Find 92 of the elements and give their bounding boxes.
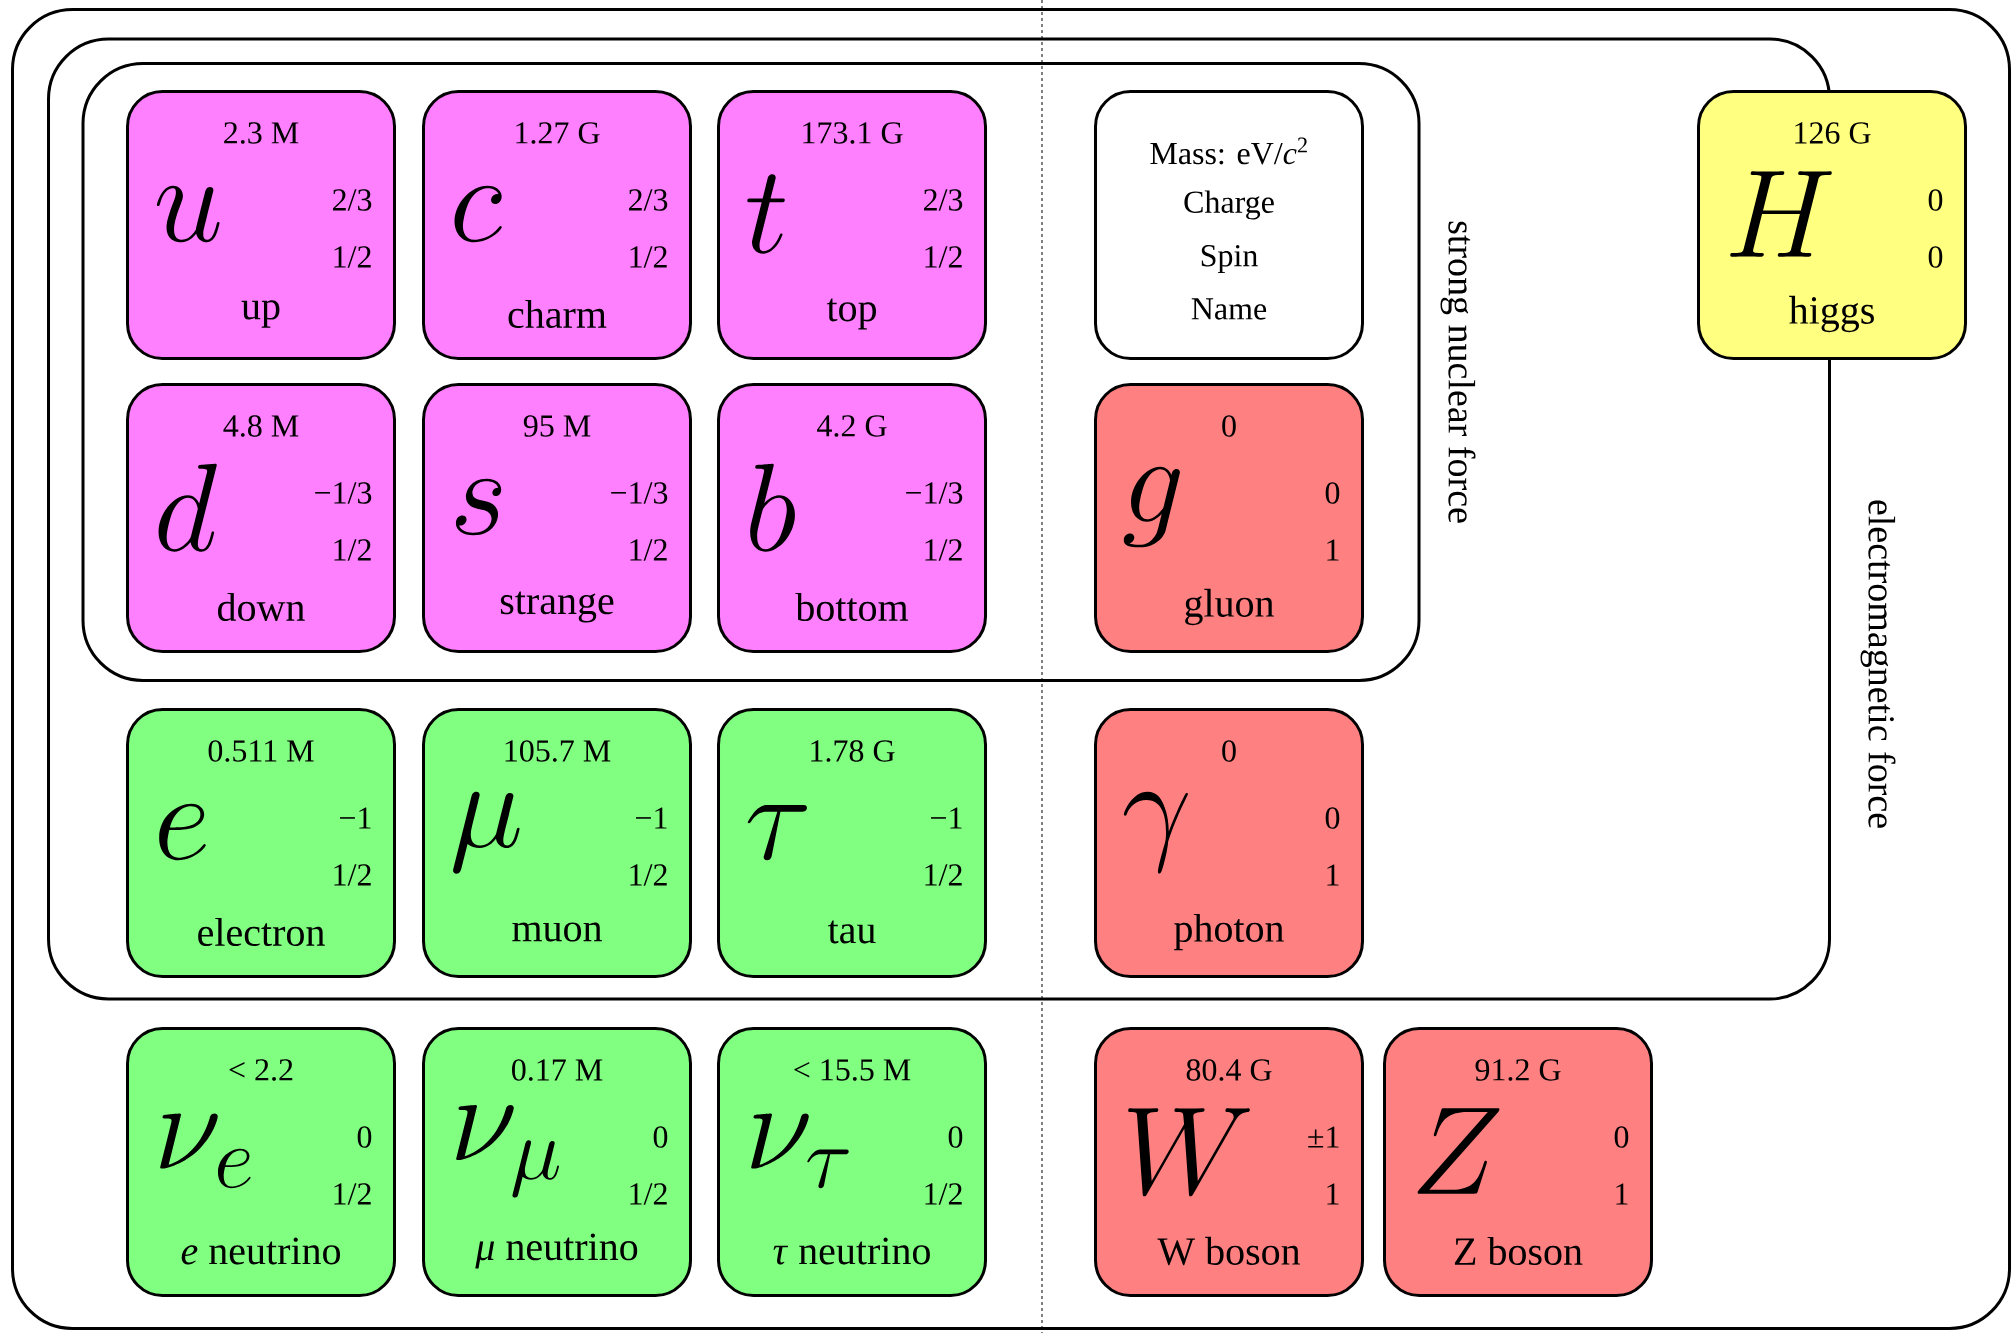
particle-name: bottom <box>795 592 909 622</box>
particle-symbol: $g$ <box>1123 466 1180 548</box>
spin-label: 1 <box>1616 1183 1628 1205</box>
spin-label: 1/2 <box>630 864 667 886</box>
particle-name: up <box>241 300 280 328</box>
mass-label: 91.2 G <box>1475 1059 1561 1081</box>
particle-name: muon <box>512 922 602 942</box>
mass-label: 0 <box>1222 415 1236 437</box>
spin-label: 1 <box>1327 539 1339 561</box>
particle-name: down <box>218 592 305 622</box>
charge-label: 0 <box>1928 189 1943 211</box>
particle-symbol: $\nu_\tau$ <box>751 1113 849 1189</box>
particle-symbol: $s$ <box>455 478 502 536</box>
particle-name: strange <box>500 591 614 623</box>
charge-label: 0 <box>357 1126 372 1148</box>
charge-label: 0 <box>1325 807 1340 829</box>
particle-name: electron <box>198 917 325 947</box>
particle-symbol: $W$ <box>1128 1108 1250 1197</box>
particle-symbol: $b$ <box>750 463 795 552</box>
particle-symbol: $t$ <box>747 174 785 254</box>
mass-label: 0 <box>1222 740 1236 762</box>
particle-name: tau <box>827 920 876 944</box>
spin-label: 1/2 <box>925 864 962 886</box>
name-label: Name <box>1191 298 1267 320</box>
particle-symbol: $\mu$ <box>453 791 520 874</box>
charge-label: 2/3 <box>629 189 668 211</box>
particle-name: τ neutrino <box>773 1237 930 1265</box>
charge-label: 0 <box>653 1126 668 1148</box>
particle-symbol: $Z$ <box>1417 1108 1500 1194</box>
charge-label: −1 <box>636 807 667 829</box>
particle-name: charm <box>508 299 607 329</box>
charge-label: 2/3 <box>924 189 963 211</box>
charge-label: 2/3 <box>333 189 372 211</box>
spin-label: 1/2 <box>334 1183 371 1205</box>
particle-symbol: $\tau$ <box>747 805 807 861</box>
charge-label: ±1 <box>1308 1126 1339 1148</box>
mass-label: 4.8 M <box>223 415 299 437</box>
particle-symbol: $\nu_e$ <box>160 1113 251 1189</box>
charge-label: 0 <box>1325 482 1340 504</box>
spin-label: 1/2 <box>630 246 667 268</box>
spin-label: 1 <box>1327 1183 1339 1205</box>
particle-name: W boson <box>1157 1236 1301 1266</box>
particle-name: Z boson <box>1454 1236 1583 1266</box>
particle-name: μ neutrino <box>475 1233 638 1269</box>
charge-label: −1/3 <box>611 482 668 504</box>
particle-symbol: $H$ <box>1730 171 1832 257</box>
particle-symbol: $e$ <box>159 803 206 861</box>
mass-label: 126 G <box>1795 122 1871 144</box>
mass-label: 80.4 G <box>1186 1059 1272 1081</box>
charge-label: 0 <box>948 1126 963 1148</box>
mass-label: 105.7 M <box>505 740 611 762</box>
spin-label: 1/2 <box>630 539 667 561</box>
particle-name: top <box>826 298 876 330</box>
particle-name: photon <box>1174 913 1284 951</box>
particle-symbol: $\gamma$ <box>1123 791 1189 874</box>
charge-label: −1/3 <box>315 482 372 504</box>
particle-symbol: $u$ <box>156 185 220 243</box>
spin-label: 1/2 <box>334 539 371 561</box>
charge-label: 0 <box>1614 1126 1629 1148</box>
mass-label: 4.2 G <box>817 415 887 437</box>
particle-symbol: $d$ <box>158 463 217 552</box>
spin-label: 1/2 <box>334 246 371 268</box>
mass-label: 1.78 G <box>811 740 895 762</box>
mass-label: 95 M <box>523 415 591 437</box>
spin-label: 0 <box>1928 246 1943 268</box>
mass-label: 1.27 G <box>516 122 600 144</box>
spin-label: 1 <box>1327 864 1339 886</box>
spin-label: 1/2 <box>925 246 962 268</box>
mass-label: 0.17 M <box>512 1059 603 1081</box>
spin-label: 1/2 <box>925 539 962 561</box>
particle-symbol: $c$ <box>454 185 502 243</box>
particle-name: e neutrino <box>181 1237 341 1265</box>
charge-label: Charge <box>1184 190 1274 220</box>
charge-label: −1 <box>931 807 962 829</box>
particle-name: higgs <box>1789 295 1874 333</box>
region-label: electromagnetic force <box>1860 500 1896 828</box>
charge-label: −1 <box>340 807 371 829</box>
spin-label: 1/2 <box>334 864 371 886</box>
spin-label: 1/2 <box>630 1183 667 1205</box>
mass-label: < 15.5 M <box>794 1059 911 1081</box>
mass-label: < 2.2 <box>229 1059 293 1081</box>
mass-label: 0.511 M <box>208 740 314 762</box>
mass-label: 2.3 M <box>224 122 299 144</box>
mass-label: Mass: eV/c$^{2}$ <box>1150 137 1307 165</box>
mass-label: 173.1 G <box>803 122 903 144</box>
particle-name: gluon <box>1185 588 1274 626</box>
spin-label: 1/2 <box>925 1183 962 1205</box>
region-box <box>11 8 2011 1330</box>
particle-symbol: $\nu_\mu$ <box>456 1104 559 1198</box>
region-label: strong nuclear force <box>1440 221 1476 523</box>
spin-label: Spin <box>1201 245 1258 273</box>
charge-label: −1/3 <box>906 482 963 504</box>
